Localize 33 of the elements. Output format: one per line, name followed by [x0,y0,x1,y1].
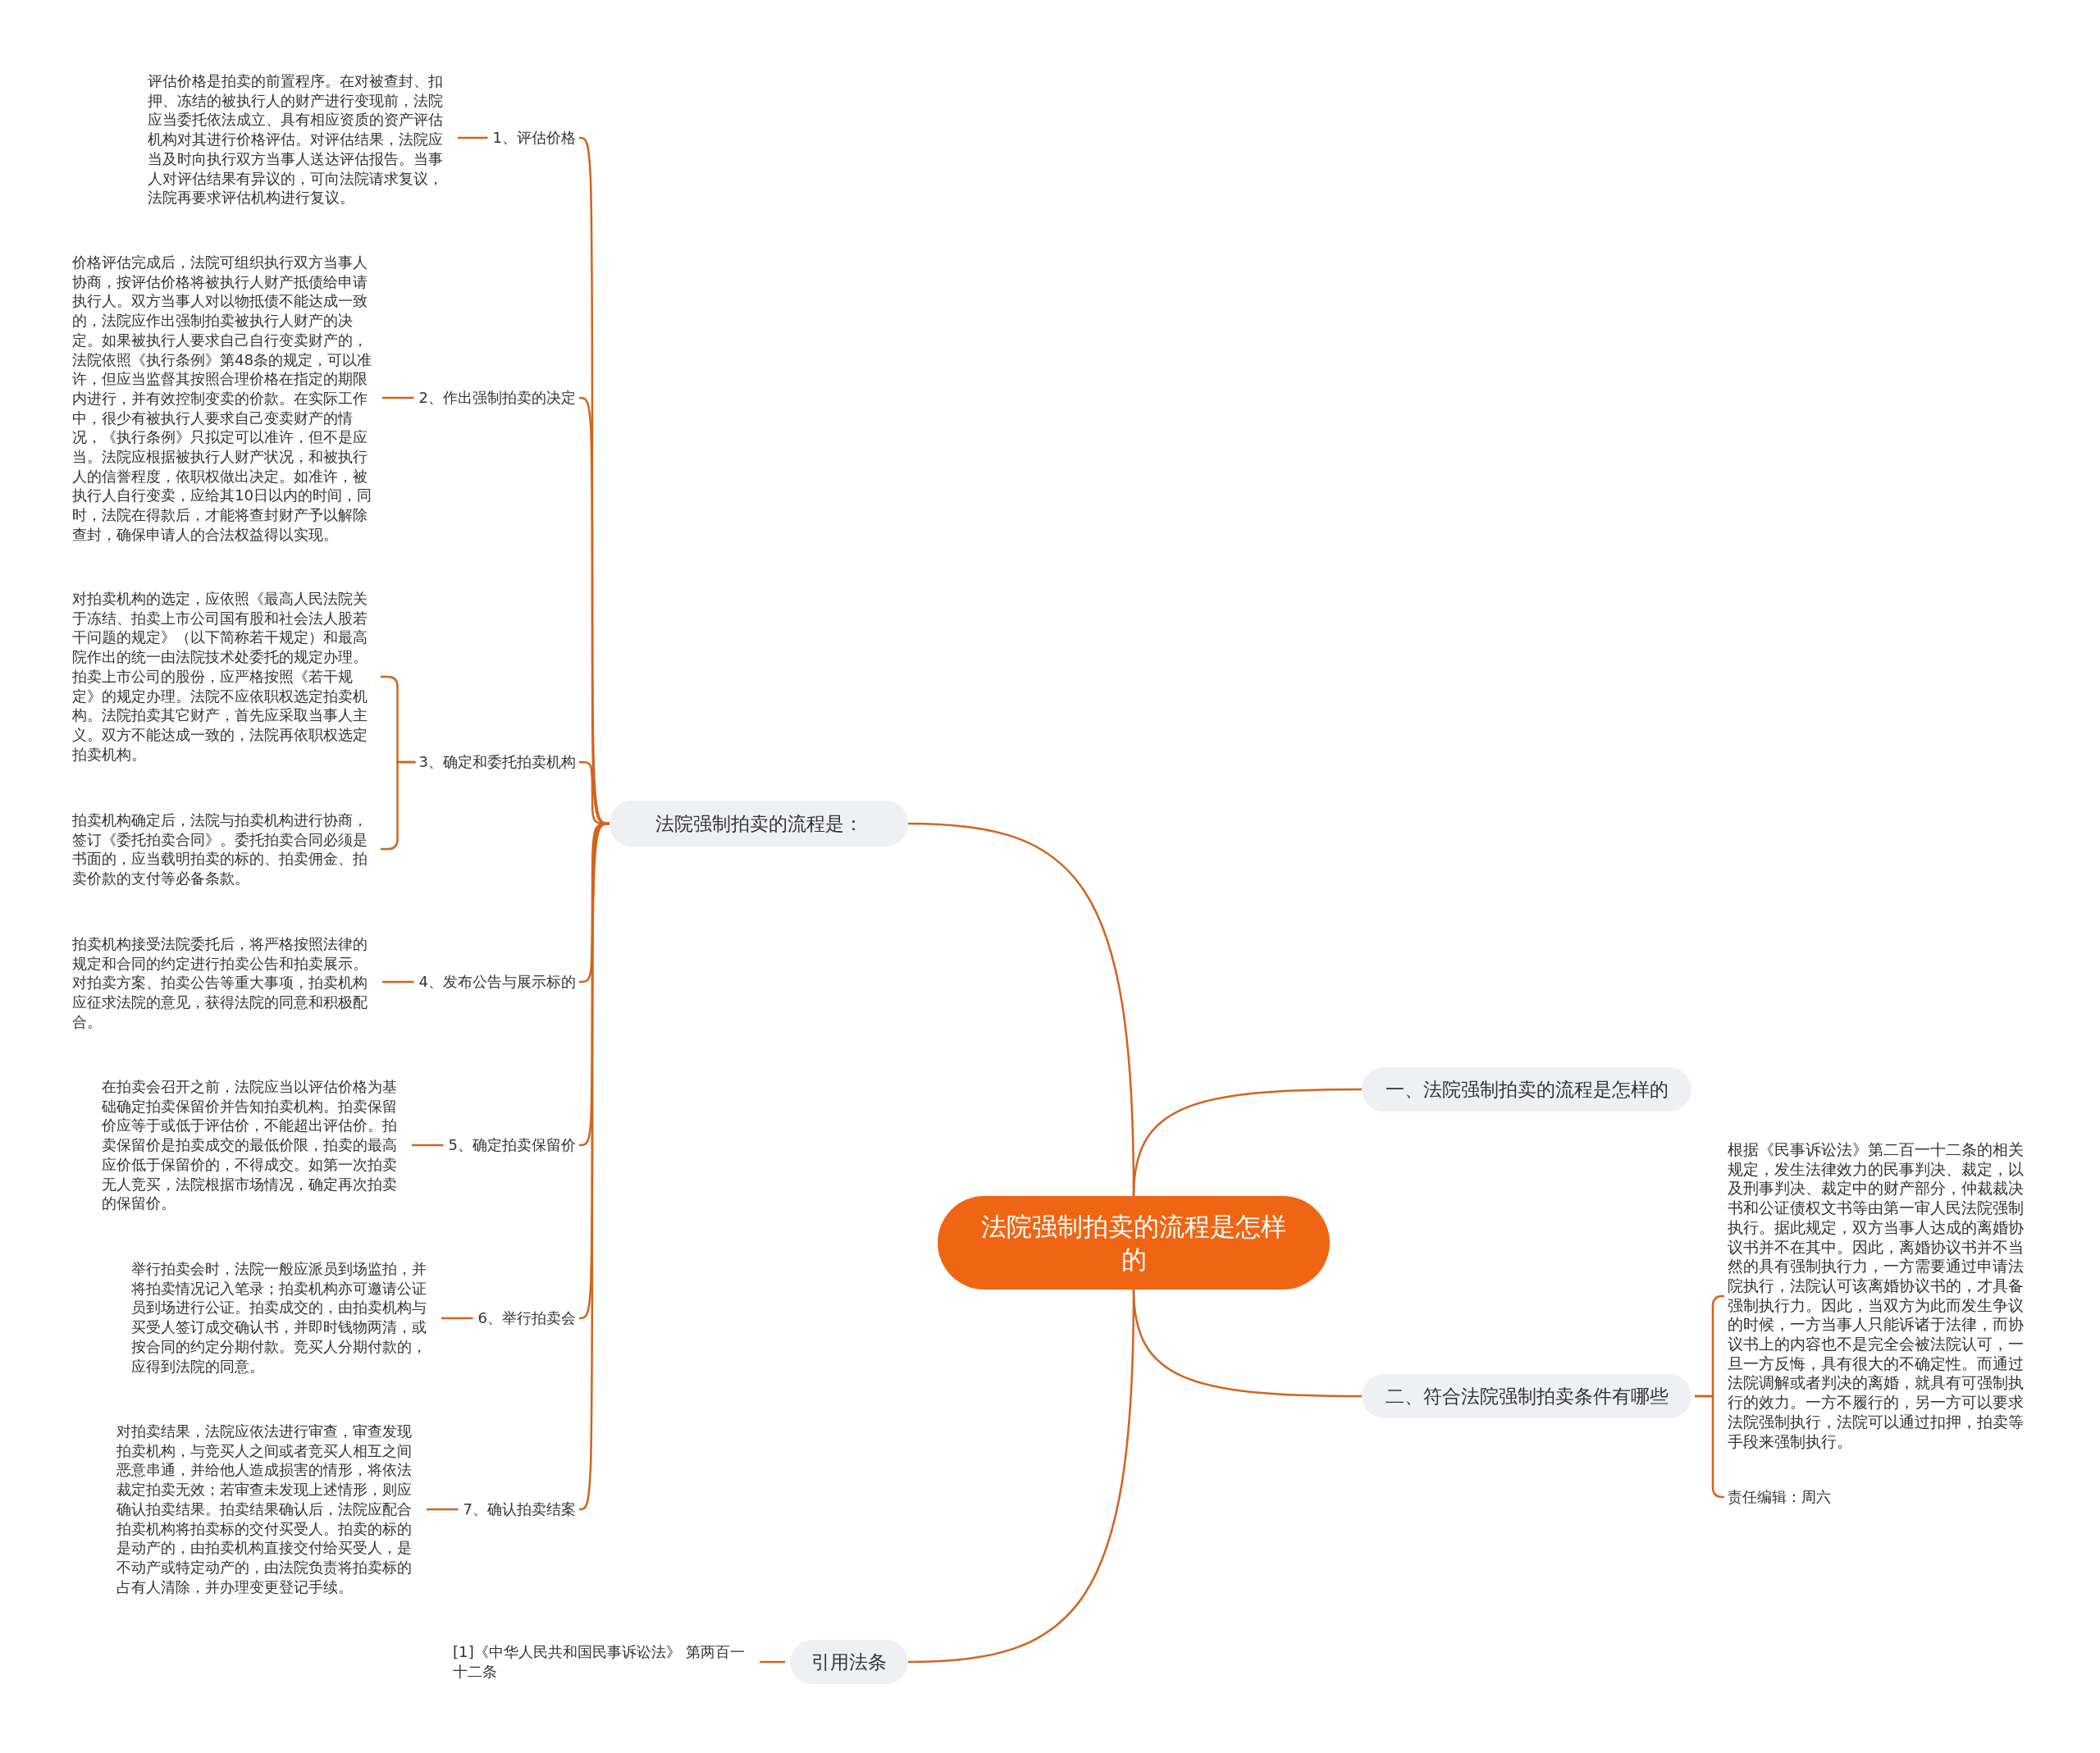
topic-box: 引用法条 [790,1640,908,1684]
central-topic-box: 法院强制拍卖的流程是怎样的 [938,1196,1330,1290]
connector-line [578,822,610,1511]
connector-line [382,396,414,399]
detail-text: 拍卖机构确定后，法院与拍卖机构进行协商，签订《委托拍卖合同》。委托拍卖合同必须是书面的，应当载明拍卖的标的、拍卖佣金、拍卖价款的支付等必备条款。 [72,810,377,888]
connector-line [907,1289,1135,1664]
connector-line [760,1660,785,1664]
detail-text: 在拍卖会召开之前，法院应当以评估价格为基础确定拍卖保留价并告知拍卖机构。拍卖保留价应等于或低于评估价，不能超出评估价。拍卖保留价是拍卖成交的最低价限，拍卖的最高应价低于保留价的，不得成交。如第一次拍卖无人竞买，法院根据市场情况，确定再次拍卖的保留价。 [102,1077,407,1213]
branch-label: 4、发布公告与展示标的 [418,972,576,992]
connector-line [441,1317,473,1320]
detail-text: 对拍卖结果，法院应依法进行审查，审查发现拍卖机构，与竞买人之间或者竞买人相互之间恶意串通，并给他人造成损害的情形，将依法裁定拍卖无效；若审查未发现上述情形，则应确认拍卖结果。拍卖结果确认后，法院应配合拍卖机构将拍卖标的交付买受人。拍卖的标的是动产的，由拍卖机构直接交付给买受人，是不动产或特定动产的，由法院负责将拍卖标的占有人清除，并办理变更登记手续。 [116,1422,422,1597]
detail-text: 根据《民事诉讼法》第二百一十二条的相关规定，发生法律效力的民事判决、裁定，以及刑事判决、裁定中的财产部分，仲裁裁决书和公证债权文书等由第一审人民法院强制执行。据此规定，双方当事人达成的离婚协议书并不在其中。因此，离婚协议书并不当然的具有强制执行力，一方需要通过申请法院执行，法院认可该离婚协议书的，才具备强制执行力。因此，当双方为此而发生争议的时候，一方当事人只能诉诸于法律，而协议书上的内容也不是完全会被法院认可，一旦一方反悔，具有很大的不确定性。而通过法院调解或者判决的离婚，就具有可强制执行的效力。一方不履行的，另一方可以要求法院强制执行，法院可以通过扣押，拍卖等手段来强制执行。 [1728,1140,2034,1452]
detail-text: 价格评估完成后，法院可组织执行双方当事人协商，按评估价格将被执行人财产抵债给申请执行人。双方当事人对以物抵债不能达成一致的，法院应作出强制拍卖被执行人财产的决定。如果被执行人要求自己自行变卖财产的，法院依照《执行条例》第48条的规定，可以准许，但应当监督其按照合理价格在指定的期限内进行，并有效控制变卖的价款。在实际工作中，很少有被执行人要求自己变卖财产的情况，《执行条例》只拟定可以准许，但不是应当。法院应根据被执行人财产状况，和被执行人的信誉程度，依职权做出决定。如准许，被执行人自行变卖，应给其10日以内的时间，同时，法院在得款后，才能将查封财产予以解除查封，确保申请人的合法权益得以实现。 [72,253,377,545]
connector-line [412,1144,444,1147]
detail-text: 对拍卖机构的选定，应依照《最高人民法院关于冻结、拍卖上市公司国有股和社会法人股若干问题的规定》（以下简称若干规定）和最高院作出的统一由法院技术处委托的规定办理。拍卖上市公司的股份，应严格按照《若干规定》的规定办理。法院不应依职权选定拍卖机构。法院拍卖其它财产，首先应采取当事人主义。双方不能达成一致的，法院再依职权选定拍卖机构。 [72,589,377,765]
connector-line [427,1508,459,1511]
topic-box: 法院强制拍卖的流程是： [609,801,908,847]
connector-line [382,980,414,984]
topic-box: 二、符合法院强制拍卖条件有哪些 [1362,1374,1691,1418]
detail-text: 拍卖机构接受法院委托后，将严格按照法律的规定和合同的约定进行拍卖公告和拍卖展示。对拍卖方案、拍卖公告等重大事项，拍卖机构应征求法院的意见，获得法院的同意和积极配合。 [72,934,377,1032]
branch-label: 3、确定和委托拍卖机构 [418,752,576,772]
connector-line [1132,1088,1362,1197]
branch-label: 5、确定拍卖保留价 [448,1135,576,1155]
branch-label: 2、作出强制拍卖的决定 [418,388,576,408]
editor-note: 责任编辑：周六 [1728,1487,1831,1507]
detail-text: 评估价格是拍卖的前置程序。在对被查封、扣押、冻结的被执行人的财产进行变现前，法院应当委托依法成立、具有相应资质的资产评估机构对其进行价格评估。对评估结果，法院应当及时向执行双方当事人送达评估报告。当事人对评估结果有异议的，可向法院请求复议，法院再要求评估机构进行复议。 [148,71,453,208]
citation-text: [1]《中华人民共和国民事诉讼法》 第两百一十二条 [453,1642,755,1682]
connector-line [458,136,488,139]
branch-label: 1、评估价格 [492,128,576,148]
branch-label: 7、确认拍卖结案 [463,1500,576,1519]
detail-text: 举行拍卖会时，法院一般应派员到场监拍，并将拍卖情况记入笔录；拍卖机构亦可邀请公证员到场进行公证。拍卖成交的，由拍卖机构与买受人签订成交确认书，并即时钱物两清，或按合同的约定分期付款。竞买人分期付款的，应得到法院的同意。 [131,1258,436,1376]
branch-label: 6、举行拍卖会 [477,1308,576,1328]
topic-box: 一、法院强制拍卖的流程是怎样的 [1362,1067,1691,1112]
